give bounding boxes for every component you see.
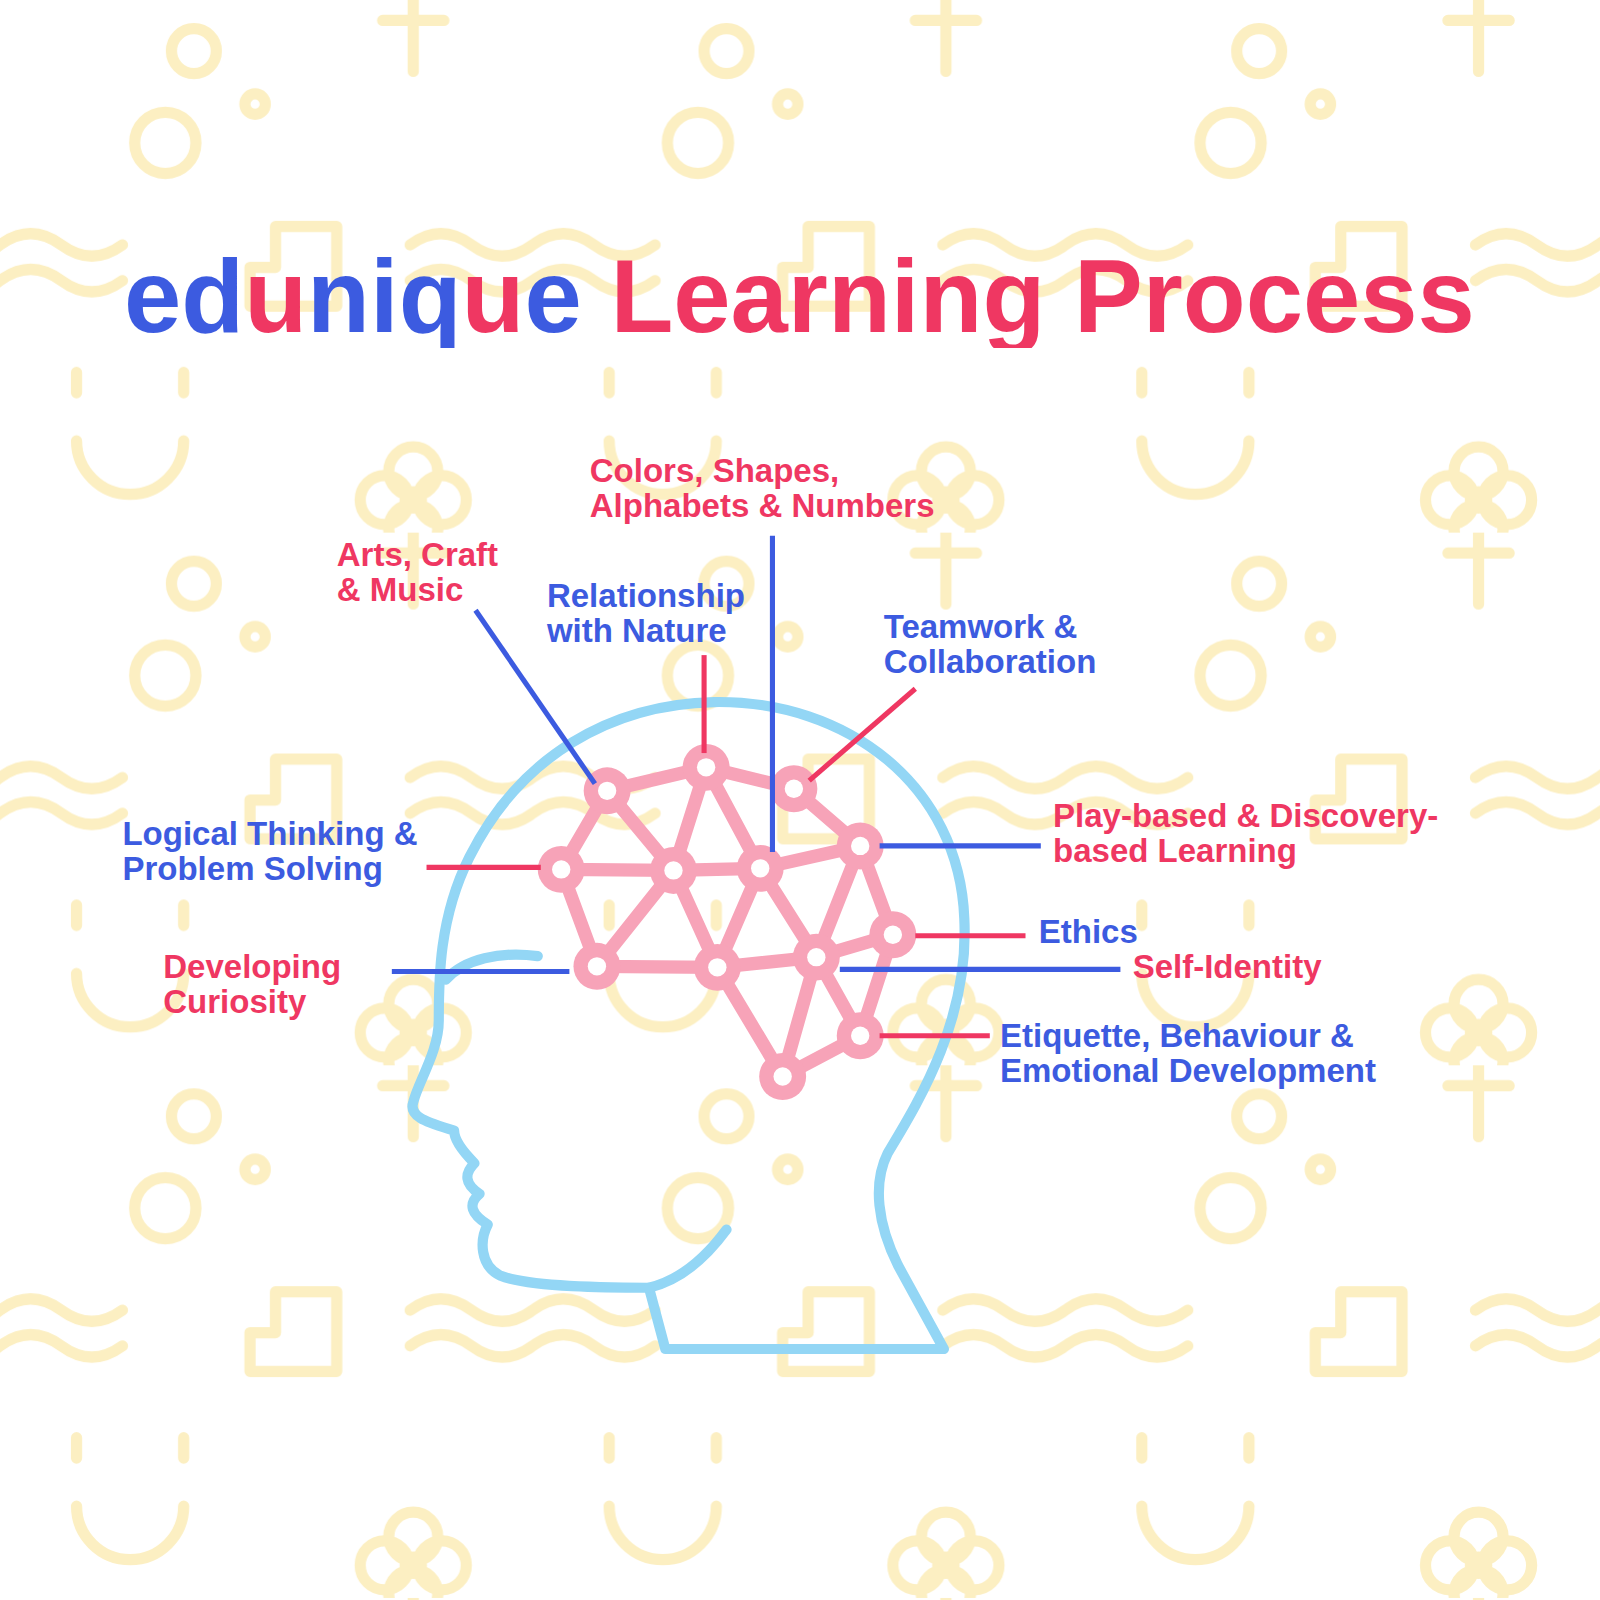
head-detail	[446, 955, 538, 980]
dot-centre	[697, 758, 715, 776]
dot-centre	[773, 1067, 791, 1085]
brain-dot	[759, 1053, 806, 1100]
topic-label: Etiquette, Behaviour & Emotional Develop…	[1000, 1018, 1390, 1088]
leader-line	[915, 933, 1025, 938]
leader-line	[880, 1033, 990, 1038]
topic-label: Relationship with Nature	[547, 578, 762, 648]
brain-links	[561, 767, 893, 1076]
leader-lines	[392, 536, 1121, 1036]
topic-label: Arts, Craft & Music	[337, 537, 515, 607]
diagram-title: edunique Learning Process	[124, 245, 1475, 348]
head-outline	[412, 702, 964, 1349]
brain-dot	[650, 847, 697, 894]
brain-dot	[869, 911, 916, 958]
topic-label: Logical Thinking & Problem Solving	[122, 816, 427, 886]
topic-label: Colors, Shapes, Alphabets & Numbers	[590, 453, 970, 523]
topic-label: Play-based & Discovery-based Learning	[1053, 798, 1448, 868]
dot-centre	[751, 859, 769, 877]
brain-dot	[694, 944, 741, 991]
dot-centre	[851, 1027, 869, 1045]
leader-line	[880, 843, 1041, 848]
leader-line	[427, 865, 541, 870]
brain-dot	[573, 943, 620, 990]
dot-centre	[851, 837, 869, 855]
topic-label: Ethics	[1039, 914, 1179, 949]
brain-dot	[793, 934, 840, 981]
head-detail	[649, 1230, 727, 1288]
brain-dot	[538, 846, 585, 893]
brain-network	[561, 767, 893, 1076]
leader-line	[702, 655, 707, 753]
leader-line	[809, 689, 915, 781]
brain-dot	[837, 1012, 884, 1059]
brain-dot-centres	[552, 758, 902, 1086]
dot-centre	[884, 926, 902, 944]
dot-centre	[552, 860, 570, 878]
dot-centre	[588, 957, 606, 975]
dot-centre	[598, 782, 616, 800]
head-profile	[412, 702, 964, 1349]
leader-line	[840, 967, 1121, 972]
brain-dot	[837, 822, 884, 869]
brain-dot	[737, 845, 784, 892]
dot-centre	[807, 948, 825, 966]
topic-label: Teamwork & Collaboration	[884, 609, 1109, 679]
brain-dots	[538, 744, 917, 1100]
dot-centre	[708, 958, 726, 976]
topic-label: Developing Curiosity	[163, 949, 363, 1019]
dot-centre	[785, 780, 803, 798]
brain-dot	[770, 765, 817, 812]
dot-centre	[664, 861, 682, 879]
leader-line	[770, 536, 775, 852]
leader-line	[392, 969, 570, 974]
topic-label: Self-Identity	[1133, 949, 1363, 984]
